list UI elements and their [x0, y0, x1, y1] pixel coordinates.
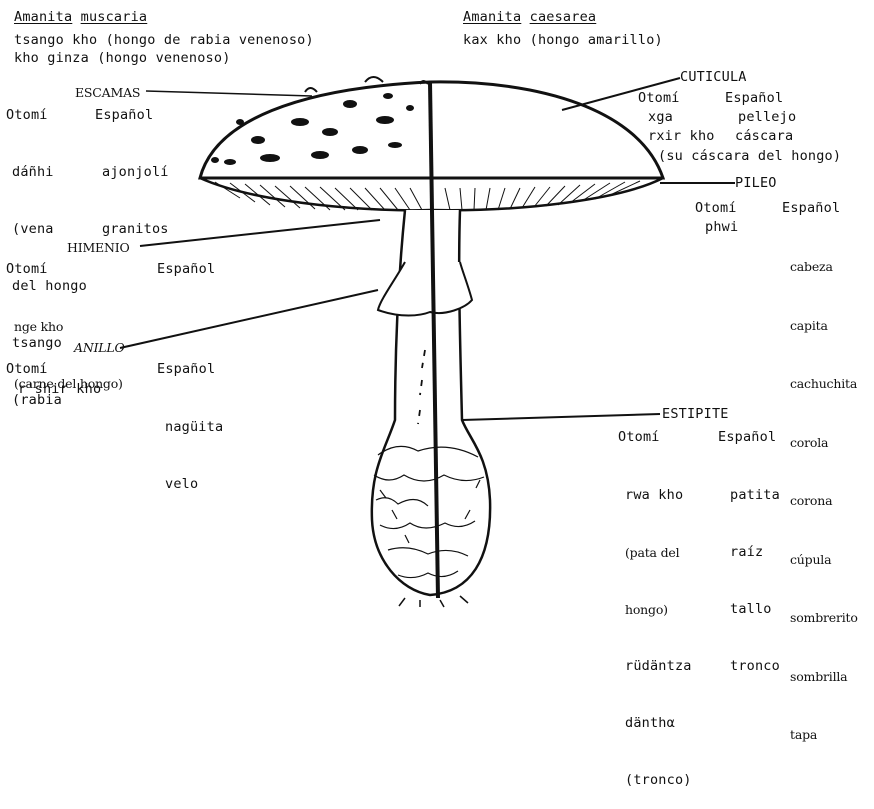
- estipite-espanol-header: Español: [718, 428, 776, 447]
- cuticula-espanol-header: Español: [725, 89, 783, 108]
- estipite-otomi-0: rwa kho: [625, 486, 692, 505]
- pileo-espanol-1: capita: [790, 316, 858, 336]
- anillo-label: ANILLO: [74, 338, 125, 357]
- pileo-espanol-list: cabeza capita cachuchita corola corona c…: [790, 218, 858, 764]
- estipite-espanol-2: tallo: [730, 600, 780, 619]
- escamas-label: ESCAMAS: [75, 83, 140, 102]
- caesarea-line1: kax kho (hongo amarillo): [463, 31, 663, 50]
- estipite-otomi-list: rwa kho (pata del hongo) rüdäntza dänthα…: [625, 448, 692, 809]
- cuticula-row1-otomi: xga: [648, 108, 673, 127]
- pileo-otomi-header: Otomí: [695, 199, 737, 218]
- anillo-otomi-0: r'shir kho: [18, 380, 101, 399]
- estipite-espanol-1: raíz: [730, 543, 780, 562]
- himenio-label: HIMENIO: [67, 238, 130, 257]
- muscaria-line2: kho ginza (hongo venenoso): [14, 49, 231, 68]
- pileo-espanol-5: cúpula: [790, 550, 858, 570]
- muscaria-title: Amanita muscaria: [14, 8, 147, 27]
- escamas-espanol-1: granitos: [102, 220, 169, 239]
- cuticula-row3: (su cáscara del hongo): [658, 147, 841, 166]
- pileo-espanol-0: cabeza: [790, 257, 858, 277]
- estipite-otomi-3: rüdäntza: [625, 657, 692, 676]
- pileo-espanol-6: sombrerito: [790, 608, 858, 628]
- anillo-espanol-list: nagüita velo: [165, 380, 223, 513]
- estipite-espanol-3: tronco: [730, 657, 780, 676]
- leader-estipite: [462, 414, 660, 420]
- estipite-otomi-5: (tronco): [625, 771, 692, 790]
- cuticula-label: CUTICULA: [680, 68, 747, 87]
- estipite-espanol-list: patita raíz tallo tronco: [730, 448, 780, 695]
- caesarea-title: Amanita caesarea: [463, 8, 596, 27]
- pileo-espanol-7: sombrilla: [790, 667, 858, 687]
- cuticula-row2-otomi: rxir kho: [648, 127, 715, 146]
- leader-himenio: [140, 220, 380, 246]
- estipite-espanol-0: patita: [730, 486, 780, 505]
- anillo-espanol-1: velo: [165, 475, 223, 494]
- pileo-espanol-3: corola: [790, 433, 858, 453]
- escamas-otomi-header: Otomí: [6, 106, 48, 125]
- escamas-otomi-0: dáñhi: [12, 163, 87, 182]
- estipite-label: ESTIPITE: [662, 405, 729, 424]
- himenio-otomi-0: nge kho: [14, 317, 123, 336]
- cuticula-otomi-header: Otomí: [638, 89, 680, 108]
- estipite-otomi-header: Otomí: [618, 428, 660, 447]
- pileo-espanol-8: tapa: [790, 725, 858, 745]
- estipite-otomi-4: dänthα: [625, 714, 692, 733]
- caesarea-genus: Amanita: [463, 9, 521, 25]
- muscaria-genus: Amanita: [14, 9, 72, 25]
- anillo-espanol-header: Español: [157, 360, 215, 379]
- muscaria-line1: tsango kho (hongo de rabia venenoso): [14, 31, 314, 50]
- pileo-espanol-4: corona: [790, 491, 858, 511]
- pileo-espanol-2: cachuchita: [790, 374, 858, 394]
- leader-escamas: [146, 91, 312, 96]
- cuticula-row1-espanol: pellejo: [738, 108, 796, 127]
- cuticula-row2-espanol: cáscara: [735, 127, 793, 146]
- caesarea-species: caesarea: [530, 9, 597, 25]
- anillo-otomi-header: Otomí: [6, 360, 48, 379]
- himenio-espanol-header: Español: [157, 260, 215, 279]
- muscaria-species: muscaria: [81, 9, 148, 25]
- leader-anillo: [120, 290, 378, 348]
- pileo-label: PILEO: [735, 174, 777, 193]
- anillo-espanol-0: nagüita: [165, 418, 223, 437]
- estipite-otomi-2: hongo): [625, 600, 692, 619]
- escamas-otomi-1: (vena: [12, 220, 87, 239]
- himenio-otomi-header: Otomí: [6, 260, 48, 279]
- estipite-otomi-1: (pata del: [625, 543, 692, 562]
- pileo-espanol-header: Español: [782, 199, 840, 218]
- pileo-otomi-0: phwi: [705, 218, 738, 237]
- escamas-espanol-0: ajonjolí: [102, 163, 169, 182]
- mushroom-ring: [378, 262, 472, 316]
- escamas-espanol-header: Español: [95, 106, 153, 125]
